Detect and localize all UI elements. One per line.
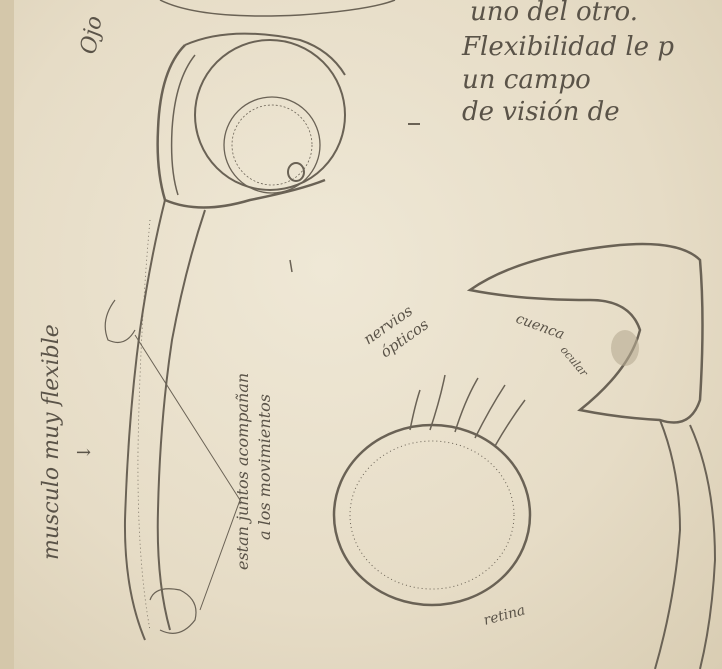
label-ocular: ocular [558, 344, 591, 380]
label-musculo: musculo muy flexible [39, 324, 64, 560]
page-margin [0, 0, 14, 669]
label-juntos: estan juntos acompañan [233, 373, 252, 570]
tick-mark [290, 260, 292, 272]
note-line-4: de visión de [462, 97, 620, 127]
note-line-3: un campo [462, 65, 591, 95]
retina-drawing [334, 375, 530, 605]
label-retina: retina [482, 602, 527, 628]
top-oval-outline [160, 0, 395, 16]
arrow-down: ↓ [74, 445, 95, 460]
label-cuenca: cuenca [514, 311, 567, 343]
label-ojo: Ojo [76, 14, 107, 56]
label-movimientos: a los movimientos [255, 394, 274, 540]
stalk-eye-drawing [105, 34, 345, 640]
note-line-2: Flexibilidad le p [461, 32, 674, 62]
note-line-1: uno del otro. [470, 0, 638, 27]
